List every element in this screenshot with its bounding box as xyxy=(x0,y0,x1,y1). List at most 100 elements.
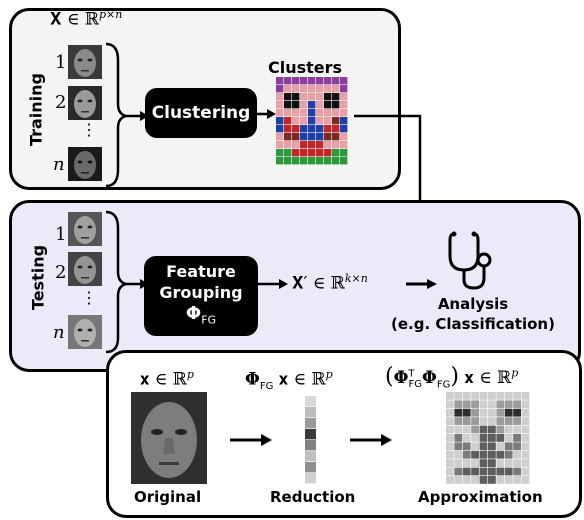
reduced-matrix-label: 𝐗′ ∈ ℝk×n xyxy=(292,272,368,294)
mosaic-cell xyxy=(308,125,316,133)
mosaic-cell xyxy=(292,149,300,157)
mosaic-cell xyxy=(300,77,308,85)
mosaic-cell xyxy=(488,392,496,400)
mosaic-cell xyxy=(471,467,479,476)
mosaic-cell xyxy=(479,425,488,434)
cluster-mosaic xyxy=(276,77,348,165)
mosaic-cell xyxy=(462,417,471,425)
mosaic-cell xyxy=(496,467,505,476)
mosaic-cell xyxy=(308,117,316,125)
mosaic-cell xyxy=(454,417,463,425)
mosaic-cell xyxy=(488,467,496,476)
mosaic-cell xyxy=(276,133,284,141)
mosaic-cell xyxy=(513,408,521,417)
mosaic-cell xyxy=(471,417,479,425)
clustering-box: Clustering xyxy=(145,88,257,138)
mosaic-cell xyxy=(340,141,348,149)
stethoscope-icon xyxy=(448,231,492,290)
testing-panel xyxy=(9,200,581,372)
mosaic-cell xyxy=(504,408,513,417)
mosaic-cell xyxy=(504,400,513,409)
approximation-label: Approximation xyxy=(418,488,543,506)
mosaic-cell xyxy=(462,425,471,434)
mosaic-cell xyxy=(340,117,348,125)
train-index-1: 1 xyxy=(55,52,67,73)
mosaic-cell xyxy=(284,157,292,165)
mosaic-cell xyxy=(324,125,332,133)
mosaic-cell xyxy=(521,467,530,476)
mosaic-cell xyxy=(276,85,284,93)
mosaic-cell xyxy=(471,434,479,442)
mosaic-cell xyxy=(454,400,463,409)
mosaic-cell xyxy=(284,133,292,141)
test-face-2 xyxy=(68,252,102,286)
mosaic-cell xyxy=(276,149,284,157)
mosaic-cell xyxy=(479,400,488,409)
mosaic-cell xyxy=(284,125,292,133)
mosaic-cell xyxy=(513,400,521,409)
mosaic-cell xyxy=(292,157,300,165)
mosaic-cell xyxy=(324,149,332,157)
mosaic-cell xyxy=(324,133,332,141)
mosaic-cell xyxy=(496,434,505,442)
train-index-2: 2 xyxy=(55,92,67,113)
mosaic-cell xyxy=(316,117,324,125)
mosaic-cell xyxy=(324,157,332,165)
mosaic-cell xyxy=(276,109,284,117)
mosaic-cell xyxy=(308,141,316,149)
mosaic-cell xyxy=(513,442,521,451)
mosaic-cell xyxy=(332,125,340,133)
mosaic-cell xyxy=(308,149,316,157)
mosaic-cell xyxy=(340,149,348,157)
mosaic-cell xyxy=(446,425,454,434)
mosaic-cell xyxy=(316,77,324,85)
mosaic-cell xyxy=(488,400,496,409)
mosaic-cell xyxy=(521,408,530,417)
reduction-cell xyxy=(305,462,316,473)
mosaic-cell xyxy=(284,109,292,117)
mosaic-cell xyxy=(332,85,340,93)
mosaic-cell xyxy=(504,417,513,425)
mosaic-cell xyxy=(471,459,479,467)
mosaic-cell xyxy=(521,417,530,425)
mosaic-cell xyxy=(446,459,454,467)
mosaic-cell xyxy=(340,109,348,117)
mosaic-cell xyxy=(316,85,324,93)
test-face-n xyxy=(68,315,102,349)
mosaic-cell xyxy=(521,425,530,434)
mosaic-cell xyxy=(324,109,332,117)
mosaic-cell xyxy=(454,467,463,476)
mosaic-cell xyxy=(446,400,454,409)
mosaic-cell xyxy=(496,450,505,459)
mosaic-cell xyxy=(471,392,479,400)
mosaic-cell xyxy=(521,400,530,409)
mosaic-cell xyxy=(479,434,488,442)
mosaic-cell xyxy=(479,450,488,459)
reduction-cell xyxy=(305,473,316,484)
mosaic-cell xyxy=(488,459,496,467)
mosaic-cell xyxy=(471,476,479,484)
reduction-cell xyxy=(305,396,316,407)
mosaic-cell xyxy=(446,442,454,451)
mosaic-cell xyxy=(292,133,300,141)
mosaic-cell xyxy=(479,467,488,476)
mosaic-cell xyxy=(488,425,496,434)
mosaic-cell xyxy=(300,101,308,109)
mosaic-cell xyxy=(284,141,292,149)
mosaic-cell xyxy=(504,459,513,467)
mosaic-cell xyxy=(504,467,513,476)
mosaic-cell xyxy=(513,425,521,434)
mosaic-cell xyxy=(332,149,340,157)
train-face-n xyxy=(68,147,102,181)
mosaic-cell xyxy=(454,450,463,459)
mosaic-cell xyxy=(446,476,454,484)
test-index-dots: ⋮ xyxy=(81,288,97,307)
original-label: Original xyxy=(134,488,202,506)
mosaic-cell xyxy=(316,141,324,149)
reduction-cell xyxy=(305,451,316,462)
mosaic-cell xyxy=(292,93,300,101)
mosaic-cell xyxy=(521,442,530,451)
mosaic-cell xyxy=(521,450,530,459)
mosaic-cell xyxy=(504,392,513,400)
mosaic-cell xyxy=(332,133,340,141)
